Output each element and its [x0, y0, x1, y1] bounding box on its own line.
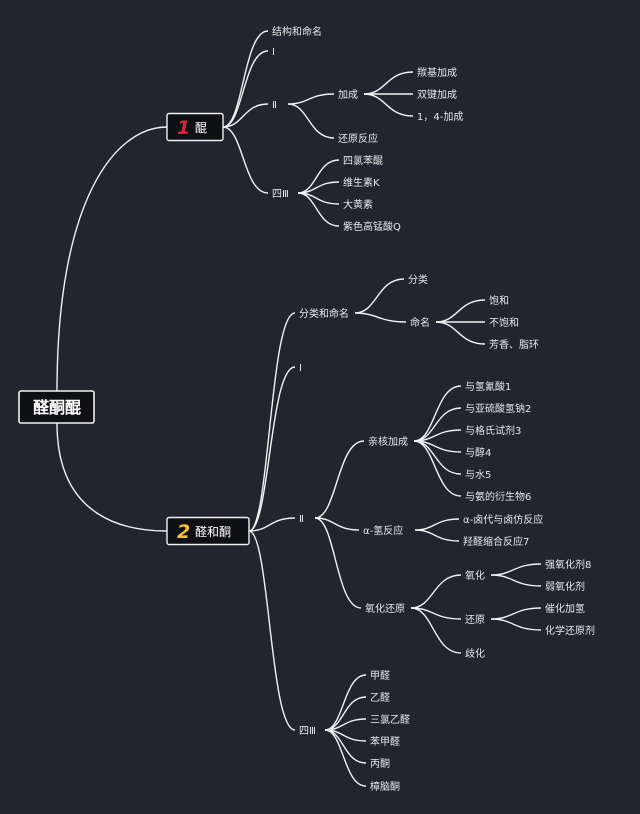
node-s1c2c0[interactable]: 亲核加成: [368, 435, 408, 448]
edge-s1c2c2c0: [410, 574, 462, 609]
edge-s1c3c5: [324, 729, 367, 787]
node-s1c2c2c1c0[interactable]: 催化加氢: [545, 602, 585, 615]
edge-s1c2c1c1: [414, 529, 460, 542]
node-s0c3c1[interactable]: 维生素K: [343, 176, 380, 189]
node-s0c2c0[interactable]: 加成: [338, 89, 358, 101]
node-s1c3c4[interactable]: 丙酮: [370, 758, 390, 770]
node-s1c2c1c0[interactable]: α-卤代与卤仿反应: [463, 513, 543, 526]
node-s0c2c0c1[interactable]: 双键加成: [417, 88, 457, 101]
edge-s1c2c0c0: [413, 385, 462, 442]
node-s1c3c0[interactable]: 甲醛: [370, 669, 390, 682]
node-s1c2[interactable]: Ⅱ: [299, 514, 304, 525]
edge-root-s1: [56, 422, 168, 532]
node-s1c0c1c1[interactable]: 不饱和: [489, 317, 519, 329]
node-s1c2c0c3[interactable]: 与醇4: [465, 446, 491, 459]
node-s1c2c1[interactable]: α-氢反应: [363, 524, 403, 537]
edge-s1c2c1: [314, 517, 360, 531]
edge-s1c2c0: [314, 440, 365, 519]
node-s0c3c2[interactable]: 大黄素: [343, 198, 373, 211]
node-s1c2c2c1c1[interactable]: 化学还原剂: [545, 624, 595, 637]
edge-s0c3: [222, 126, 269, 194]
edge-s1c2c2c1c0: [490, 607, 542, 620]
section-1-box[interactable]: [166, 112, 224, 142]
section-2-title: 醛和酮: [195, 524, 231, 539]
node-s1c2c0c4[interactable]: 与水5: [465, 469, 491, 481]
node-s1c0c0[interactable]: 分类: [408, 273, 428, 286]
edge-s1c2: [248, 517, 296, 532]
node-s1c2c2c0c0[interactable]: 强氧化剂8: [545, 558, 591, 571]
node-s1c2c2[interactable]: 氧化还原: [365, 602, 405, 615]
edge-s1c3c4: [324, 729, 367, 764]
node-s1c3c1[interactable]: 乙醛: [370, 691, 390, 704]
edge-s1c2c0c4: [413, 440, 462, 475]
node-s1c2c2c2[interactable]: 歧化: [465, 647, 485, 660]
edge-root-s0: [56, 126, 168, 392]
edge-s1c0: [248, 312, 296, 532]
node-s1c3c5[interactable]: 樟脑酮: [370, 780, 400, 793]
node-s0c2c1[interactable]: 还原反应: [338, 132, 378, 145]
node-s0c3c0[interactable]: 四氯苯醌: [343, 154, 383, 167]
edge-s1c2c2c0c1: [490, 574, 542, 587]
node-s1c3c2[interactable]: 三氯乙醛: [370, 713, 410, 726]
node-s1c0c1[interactable]: 命名: [410, 316, 430, 329]
section-2-number: 2: [177, 521, 190, 543]
node-s1c2c0c0[interactable]: 与氢氰酸1: [465, 380, 511, 393]
node-s0c0[interactable]: 结构和命名: [272, 25, 322, 38]
edge-s1c2c2c0c0: [490, 563, 542, 576]
node-s1c3c3[interactable]: 苯甲醛: [370, 735, 400, 748]
edge-s1c0c1c0: [435, 299, 486, 323]
edge-s1c2c2c1c1: [490, 618, 542, 631]
node-s1c2c0c2[interactable]: 与格氏试剂3: [465, 424, 521, 437]
node-s1c0c1c2[interactable]: 芳香、脂环: [489, 338, 539, 351]
node-s1c0[interactable]: 分类和命名: [299, 307, 349, 320]
root-node-box[interactable]: [18, 390, 95, 424]
node-s0c2[interactable]: Ⅱ: [272, 100, 277, 111]
edge-s1c2c0c5: [413, 440, 462, 497]
node-s0c2c0c2[interactable]: 1，4-加成: [417, 111, 463, 123]
node-s1c2c1c1[interactable]: 羟醛缩合反应7: [463, 535, 529, 548]
edge-s1c2c2: [314, 517, 362, 609]
node-s1c1[interactable]: Ⅰ: [299, 363, 302, 374]
edge-s1c3c0: [324, 674, 367, 731]
node-s1c0c1c0[interactable]: 饱和: [489, 295, 509, 307]
edge-s1c1: [248, 366, 296, 532]
node-s1c2c0c5[interactable]: 与氨的衍生物6: [465, 490, 531, 503]
node-s1c3[interactable]: 四Ⅲ: [299, 726, 316, 737]
edge-s0c2: [222, 103, 269, 128]
edge-s0c2c0: [287, 93, 335, 105]
connector-lines: [56, 30, 542, 787]
node-s1c2c2c0[interactable]: 氧化: [465, 569, 485, 582]
edge-s1c2c0c1: [413, 407, 462, 442]
edge-s0c2c1: [287, 103, 335, 139]
edge-s1c3: [248, 530, 296, 731]
node-s1c2c2c1[interactable]: 还原: [465, 614, 485, 626]
edge-s1c2c1c0: [414, 518, 460, 531]
edge-s0c0: [222, 30, 269, 128]
edge-s1c0c0: [354, 278, 405, 314]
node-s0c1[interactable]: Ⅰ: [272, 47, 275, 58]
edge-s0c3c0: [297, 159, 340, 194]
edge-s1c0c1c2: [435, 321, 486, 345]
node-s1c2c2c0c1[interactable]: 弱氧化剂: [545, 580, 585, 593]
section-1-title: 醌: [195, 121, 207, 135]
edge-s0c2c0c0: [363, 71, 414, 95]
edge-s0c2c0c2: [363, 93, 414, 117]
node-s0c3[interactable]: 四Ⅲ: [272, 189, 289, 200]
node-s1c2c0c1[interactable]: 与亚硫酸氢钠2: [465, 402, 531, 415]
edge-s1c0c1: [354, 312, 407, 323]
node-s0c2c0c0[interactable]: 羰基加成: [417, 66, 457, 79]
root-node-label: 醛酮醌: [33, 398, 81, 417]
node-s0c3c3[interactable]: 紫色高锰酸Q: [343, 220, 401, 233]
edge-s0c1: [222, 50, 269, 128]
edge-s0c3c3: [297, 192, 340, 227]
edge-s1c2c2c2: [410, 607, 462, 654]
section-1-number: 1: [177, 117, 190, 139]
section-2-box[interactable]: [166, 516, 250, 546]
edge-s1c3c1: [324, 696, 367, 731]
